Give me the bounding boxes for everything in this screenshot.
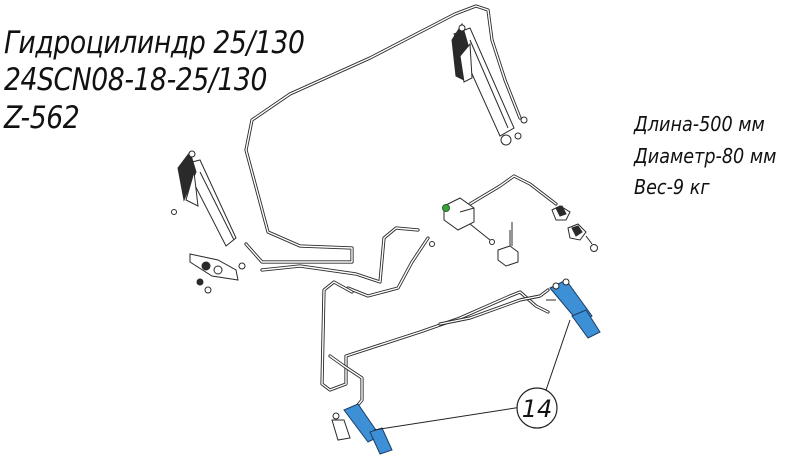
pipe-left-return xyxy=(260,226,420,284)
title-line-3: Z-562 xyxy=(4,100,80,136)
title-line-1: Гидроцилиндр 25/130 xyxy=(4,25,305,61)
left-cylinder-assembly xyxy=(171,150,246,294)
valve-indicator xyxy=(442,204,450,212)
pipe-valve-down xyxy=(346,236,430,298)
pipe-right-upper xyxy=(468,174,558,206)
highlighted-cylinder-left xyxy=(331,403,393,455)
callout-leaders: 14 xyxy=(373,319,571,431)
title-line-2: 24SCN08-18-25/130 xyxy=(4,62,267,98)
top-right-cylinder-assembly xyxy=(451,22,528,146)
callout-circle xyxy=(516,387,558,429)
right-fittings xyxy=(551,205,598,252)
hydraulic-lines xyxy=(244,4,558,414)
callout-number: 14 xyxy=(522,395,553,423)
valve-block xyxy=(429,197,519,267)
spec-diameter: Диаметр-80 мм xyxy=(634,144,777,168)
spec-weight: Вес-9 кг xyxy=(634,175,710,199)
spec-length: Длина-500 мм xyxy=(634,112,765,136)
highlighted-cylinder-right xyxy=(546,278,601,339)
